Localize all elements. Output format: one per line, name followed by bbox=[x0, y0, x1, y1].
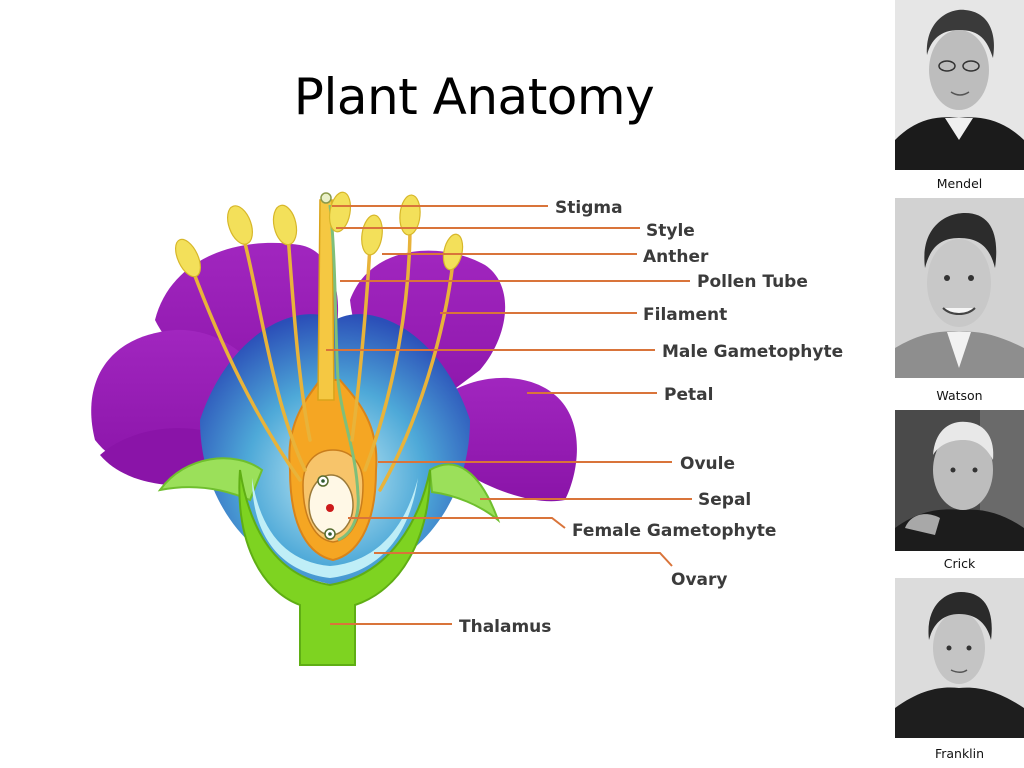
label-petal: Petal bbox=[664, 385, 713, 405]
label-anther: Anther bbox=[643, 247, 709, 267]
receptacle bbox=[238, 469, 431, 666]
label-ovary: Ovary bbox=[671, 570, 727, 590]
portrait-caption: Franklin bbox=[934, 746, 985, 761]
label-pollen-tube: Pollen Tube bbox=[697, 272, 808, 292]
portrait-caption: Watson bbox=[936, 388, 983, 403]
leader-ovary bbox=[374, 552, 673, 567]
stigma bbox=[320, 192, 332, 204]
sepal-left bbox=[157, 457, 264, 502]
label-male-gametophyte: Male Gametophyte bbox=[662, 342, 843, 362]
portrait-crick bbox=[895, 410, 1024, 551]
label-ovule: Ovule bbox=[680, 454, 735, 474]
label-filament: Filament bbox=[643, 305, 727, 325]
pollen-tube bbox=[328, 204, 360, 542]
egg-cell bbox=[326, 504, 334, 512]
leader-female-gametophyte bbox=[348, 517, 566, 529]
page-title: Plant Anatomy bbox=[293, 68, 655, 126]
portrait-caption: Mendel bbox=[936, 176, 983, 191]
portrait-watson bbox=[895, 198, 1024, 378]
label-stigma: Stigma bbox=[555, 198, 623, 218]
label-style: Style bbox=[646, 221, 695, 241]
portrait-franklin bbox=[895, 578, 1024, 738]
portrait-mendel bbox=[895, 0, 1024, 170]
flower-diagram: Stigma Style Anther Pollen Tube Filament… bbox=[91, 191, 843, 666]
label-sepal: Sepal bbox=[698, 490, 751, 510]
label-thalamus: Thalamus bbox=[459, 617, 551, 637]
sepal-right bbox=[428, 463, 501, 524]
label-female-gametophyte: Female Gametophyte bbox=[572, 521, 776, 541]
portrait-caption: Crick bbox=[943, 556, 976, 571]
